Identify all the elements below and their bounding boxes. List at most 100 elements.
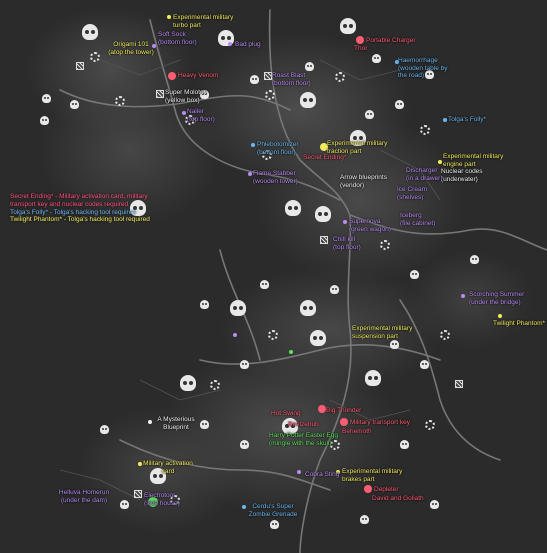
sun-icon (170, 495, 180, 505)
legend-secret-ending-line1: Secret Ending* - Military activation car… (10, 193, 148, 200)
depleter-marker[interactable] (364, 485, 372, 493)
bad-plug-dot[interactable] (228, 42, 232, 46)
label-activation-card: Military activation card (143, 460, 193, 475)
label-harry-potter-egg: Harry Potter Easter Egg (mingle with the… (269, 432, 338, 447)
label-nailer: Nailer (top floor) (187, 108, 215, 123)
label-heavy-venom: Heavy Venom (178, 72, 219, 79)
label-hot-swing: Hot Swing (271, 410, 301, 417)
label-origami: Origami 101 (atop the tower) (108, 41, 154, 56)
skull-icon (200, 300, 209, 309)
transport-key-marker[interactable] (340, 418, 348, 426)
zombie-skull-icon (365, 370, 381, 386)
skull-icon (365, 110, 374, 119)
activation-card-dot[interactable] (138, 462, 142, 466)
electrotool-marker[interactable] (148, 497, 158, 507)
label-engine-part: Experimental military engine part (443, 153, 504, 168)
traction-part-marker[interactable] (320, 143, 328, 151)
easter-egg-marker[interactable] (289, 350, 293, 354)
label-bad-plug: Bad plug (235, 41, 261, 48)
skull-icon (410, 270, 419, 279)
turbo-part-dot[interactable] (167, 15, 171, 19)
label-beelzebub: Beelzebub (288, 421, 319, 428)
label-electrotool: Electrotool (side house) (144, 492, 180, 507)
zombie-skull-icon (130, 200, 146, 216)
sun-icon (115, 96, 125, 106)
sun-icon (185, 115, 195, 125)
sun-icon (262, 150, 272, 160)
portable-charger-marker[interactable] (356, 36, 364, 44)
sun-icon (90, 52, 100, 62)
skull-icon (395, 100, 404, 109)
misc-dot[interactable] (233, 333, 237, 337)
label-tolgas-folly-top: Tolga's Folly* (448, 116, 487, 123)
label-portable-charger: Portable Charger (366, 37, 416, 44)
zombie-skull-icon (282, 418, 298, 434)
label-behemoth: Behemoth (342, 428, 372, 435)
skull-icon (372, 54, 381, 63)
crate-icon (76, 62, 84, 70)
sun-icon (440, 330, 450, 340)
label-cerdus-grenade: Cerdu's Super Zombie Grenade (248, 503, 298, 518)
sun-icon (265, 90, 275, 100)
skull-icon (360, 515, 369, 524)
tolgas-folly-dot[interactable] (443, 118, 447, 122)
skull-icon (400, 440, 409, 449)
skull-icon (430, 500, 439, 509)
phlebotomizer-dot[interactable] (251, 143, 255, 147)
map-legend: Secret Ending* - Military activation car… (10, 193, 150, 224)
label-turbo-part: Experimental military turbo part (173, 14, 234, 29)
skull-icon (270, 520, 279, 529)
zombie-skull-icon (150, 468, 166, 484)
label-traction-part: Experimental military traction part (327, 140, 388, 155)
label-suspension-part: Experimental military suspension part (352, 325, 413, 340)
grenade-dot[interactable] (242, 505, 246, 509)
label-flame-stabber: Flame Stabber (wooden tower) (253, 170, 298, 185)
zombie-skull-icon (310, 330, 326, 346)
label-soft-sock: Soft Sock (bottom floor) (158, 31, 197, 46)
label-roast-blast: Roast Blast (bottom floor) (272, 72, 311, 87)
supernova-dot[interactable] (343, 220, 347, 224)
scorching-summer-dot[interactable] (461, 294, 465, 298)
brakes-part-dot[interactable] (336, 470, 340, 474)
label-chill-kill: Chill kill (top floor) (333, 236, 361, 251)
zombie-skull-icon (230, 300, 246, 316)
skull-icon (240, 440, 249, 449)
label-arrow-blueprints: Arrow blueprints (vendor) (340, 174, 387, 189)
label-super-molotov: Super Molotov (yellow box) (165, 89, 207, 104)
label-helluva-homerun: Helluva Homerun (under the dam) (58, 489, 110, 504)
haemorrhage-dot[interactable] (395, 60, 399, 64)
crate-icon (455, 380, 463, 388)
zombie-skull-icon (350, 130, 366, 146)
flame-stabber-dot[interactable] (248, 172, 252, 176)
skull-icon (250, 75, 259, 84)
label-twilight-phantom: Twilight Phantom* (493, 320, 546, 327)
soft-sock-dot[interactable] (152, 44, 156, 48)
label-secret-ending: Secret Ending* (303, 154, 347, 161)
legend-twilight-phantom: Twilight Phantom* - Tolga's hacking tool… (10, 216, 150, 224)
label-david-goliath: David and Goliath (372, 495, 424, 502)
heavy-venom-marker[interactable] (168, 72, 176, 80)
crate-icon (134, 490, 142, 498)
skull-icon (390, 340, 399, 349)
skull-icon (420, 360, 429, 369)
zombie-skull-icon (340, 18, 356, 34)
sun-icon (335, 72, 345, 82)
twilight-phantom-dot[interactable] (498, 314, 502, 318)
skull-icon (70, 100, 79, 109)
label-discharger: Discharger (in a drawer) (406, 167, 443, 182)
skull-icon (240, 360, 249, 369)
legend-tolgas-folly: Tolga's Folly* - Tolga's hacking tool re… (10, 208, 136, 216)
beelzebub-marker[interactable] (318, 405, 326, 413)
mysterious-blueprint-dot[interactable] (148, 420, 152, 424)
label-haemorrhage: Haemorrhage (wooden table by the road) (398, 57, 448, 79)
label-cobra-sting: Cobra Sting (305, 471, 340, 478)
label-iceberg: Iceberg (file cabinet) (400, 212, 436, 227)
nailer-dot[interactable] (182, 111, 186, 115)
sun-icon (268, 330, 278, 340)
engine-part-dot[interactable] (438, 160, 442, 164)
label-scorching-summer: Scorching Summer (under the bridge) (469, 291, 525, 306)
cobra-sting-dot[interactable] (297, 470, 301, 474)
skull-icon (200, 90, 209, 99)
label-big-thunder: Big Thunder (326, 407, 362, 414)
